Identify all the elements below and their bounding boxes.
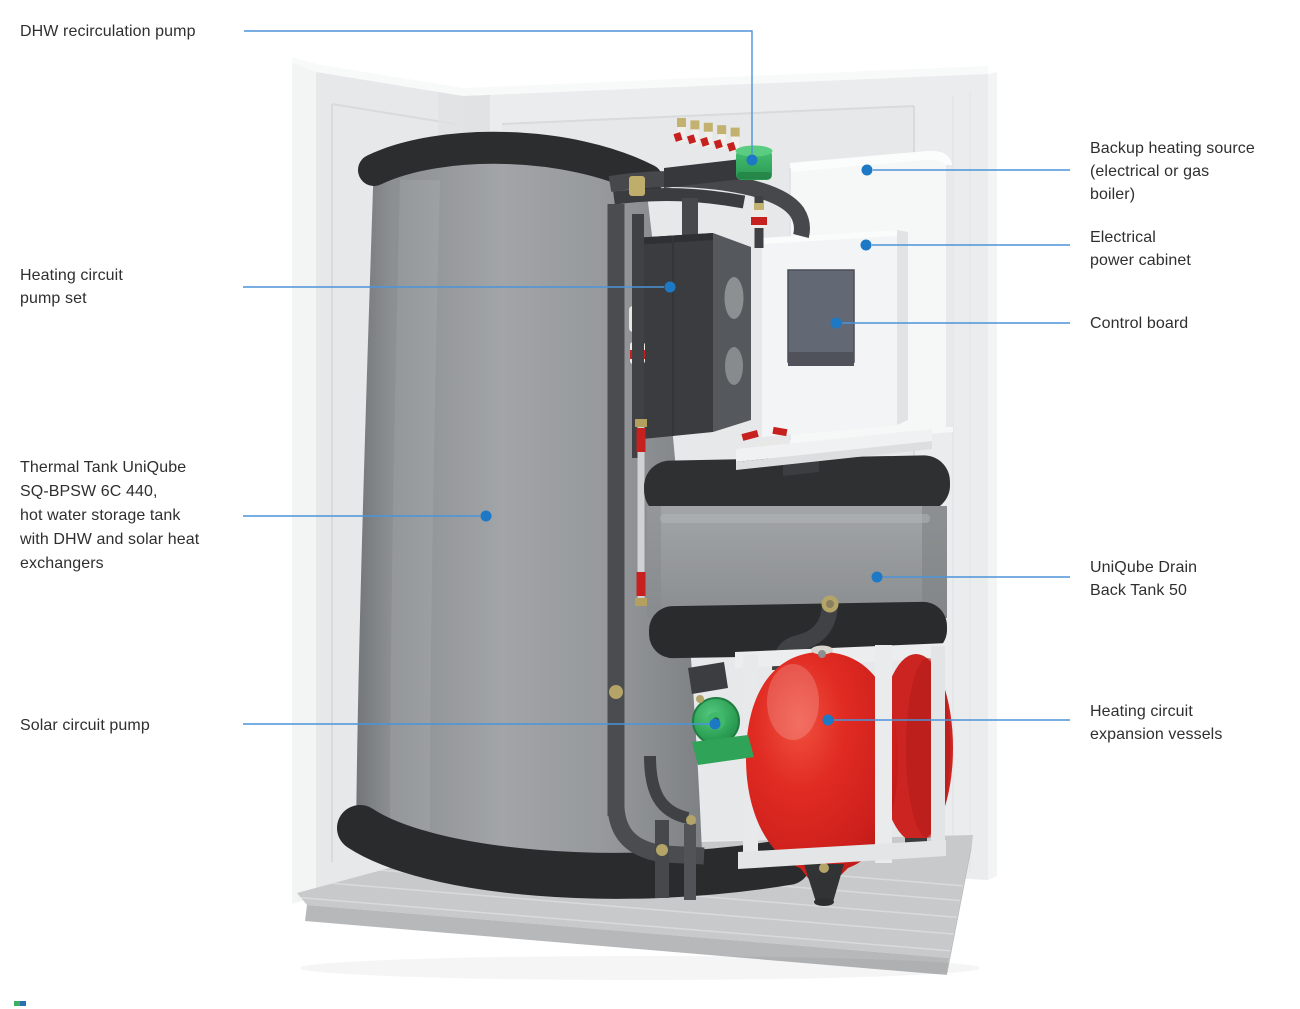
front-expansion-vessel (746, 645, 898, 906)
callout-label-dhw-recirculation-pump: DHW recirculation pump (20, 23, 196, 40)
cabinet-shelf (736, 429, 932, 476)
stand-rear-post (931, 646, 945, 850)
heating-circuit-pump-set (629, 233, 751, 440)
tank-base-insulation (337, 805, 811, 899)
vertical-piping (607, 204, 705, 900)
page-corner-mark (14, 1001, 26, 1006)
callout-label-heating-circuit-pump-set: Heating circuit pump set (20, 267, 123, 307)
callout-label-electrical-power-cabinet: Electrical power cabinet (1090, 229, 1191, 269)
dhw-recirculation-pump (735, 145, 773, 180)
callout-label-thermal-tank: Thermal Tank UniQube SQ-BPSW 6C 440, hot… (20, 459, 200, 572)
sight-glass (635, 419, 647, 606)
stand-front-post (875, 645, 892, 863)
callout-label-drain-back-tank: UniQube Drain Back Tank 50 (1090, 559, 1198, 599)
solar-circuit-pump (688, 662, 754, 765)
callout-label-backup-heating-source: Backup heating source (electrical or gas… (1090, 140, 1255, 203)
callout-label-solar-circuit-pump: Solar circuit pump (20, 717, 150, 734)
check-valve (751, 196, 767, 248)
brass-union (629, 176, 645, 196)
expansion-vessels (735, 643, 953, 906)
drain-tank-top-insulation (643, 455, 951, 517)
callout-label-control-board: Control board (1090, 315, 1189, 332)
electrical-power-cabinet (762, 230, 908, 437)
stand-bottom-rail (738, 840, 946, 869)
drain-tank-bottom-insulation (648, 601, 948, 659)
callout-label-expansion-vessels: Heating circuit expansion vessels (1090, 703, 1223, 743)
control-board-screen (787, 269, 855, 366)
valve-manifold (664, 158, 750, 188)
